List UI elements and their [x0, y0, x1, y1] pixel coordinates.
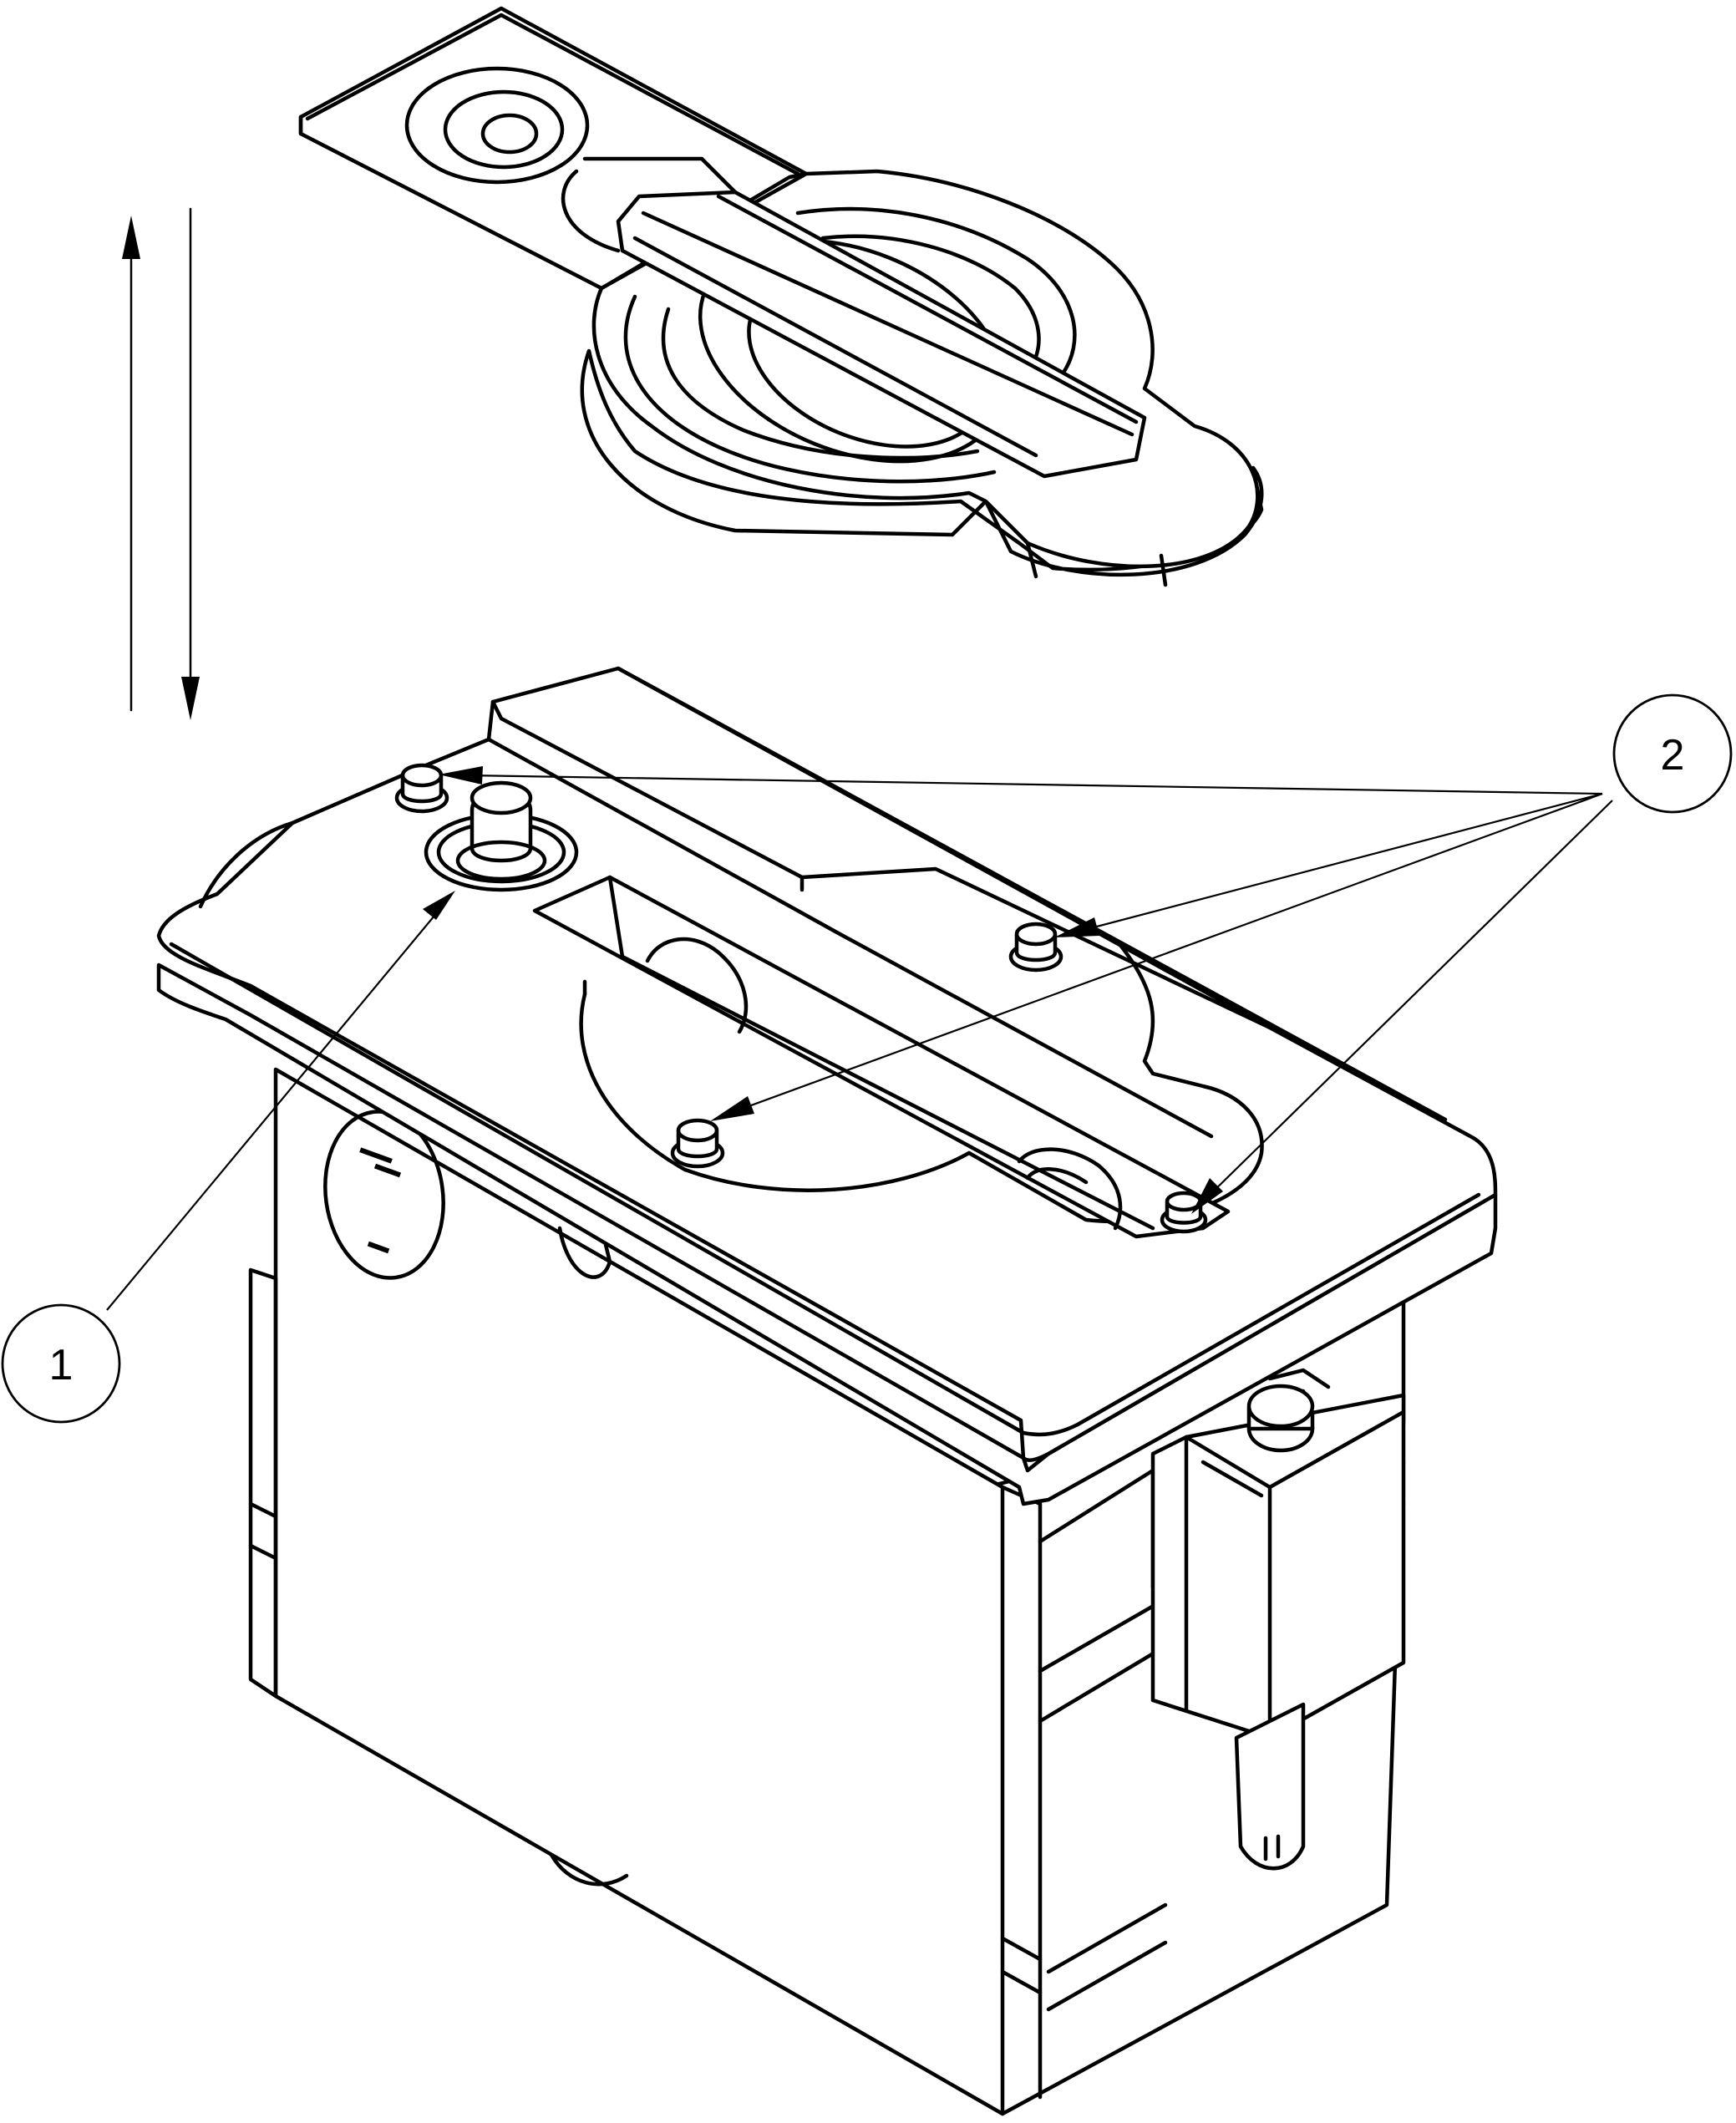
screw-4 — [1160, 1191, 1208, 1234]
callout-1-leader — [106, 891, 455, 1311]
callout-1-label: 1 — [49, 1341, 74, 1389]
callout-2-leaders — [439, 766, 1613, 1214]
housing-body — [156, 666, 1498, 2116]
screw-1 — [394, 763, 449, 814]
callout-2-label: 2 — [1661, 731, 1685, 780]
callout-2: 2 — [1612, 693, 1733, 814]
screw-3 — [670, 1118, 725, 1169]
cover-plate — [298, 6, 1264, 587]
screw-2 — [1008, 922, 1063, 973]
double-vertical-arrows-icon — [122, 207, 200, 720]
callout-1: 1 — [1, 1303, 121, 1424]
